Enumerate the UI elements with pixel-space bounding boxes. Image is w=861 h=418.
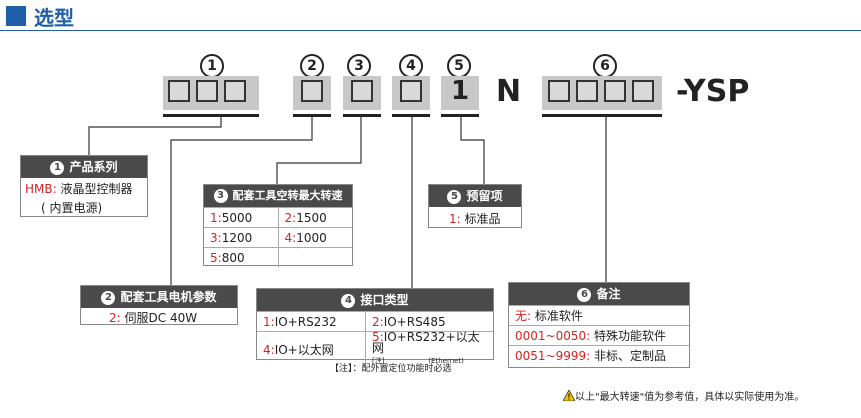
underline-3: [343, 114, 381, 117]
interface-table: 1:IO+RS232 2:IO+RS485 4:IO+以太网 5:IO+RS23…: [257, 311, 493, 367]
table-row: 0001~0050: 特殊功能软件: [509, 325, 689, 346]
code-box-motor: [293, 76, 331, 110]
fixed-letter: N: [496, 74, 522, 109]
underline-6: [542, 114, 662, 117]
code-box-speed: [343, 76, 381, 110]
underline-4: [392, 114, 430, 117]
table-row: 1:5000 2:1500: [204, 207, 352, 228]
header-divider: [0, 30, 861, 31]
fixed-digit: 1: [450, 76, 470, 106]
speed-table: 1:5000 2:1500 3:1200 4:1000 5:800: [204, 207, 352, 267]
table-row: 0051~9999: 非标、定制品: [509, 345, 689, 365]
code-box-interface: [392, 76, 430, 110]
reserved-code: 1:: [449, 212, 461, 226]
warning-icon: [562, 389, 576, 402]
table-row: 3:1200 4:1000: [204, 227, 352, 248]
code-box-reserved: 1: [441, 76, 479, 110]
code-box-series: [163, 76, 259, 110]
motor-desc: 伺服DC 40W: [124, 311, 198, 325]
underline-2: [293, 114, 331, 117]
speed-note: 以上"最大转速"值为参考值，具体以实际使用为准。: [562, 388, 804, 403]
series-code: HMB:: [25, 182, 57, 196]
underline-1: [163, 114, 259, 117]
series-desc: 液晶型控制器: [60, 182, 133, 196]
code-box-remark: [542, 76, 662, 110]
motor-code: 2:: [109, 311, 121, 325]
table-row: 4:IO+以太网 5:IO+RS232+以太网 [注] (Ethernet): [257, 331, 493, 367]
model-suffix: -YSP: [676, 74, 750, 109]
series-desc-2: ( 内置电源): [41, 201, 103, 215]
table-row: 5:800: [204, 247, 352, 267]
interface-footnote: 【注】：配外置定位功能时必选: [330, 364, 452, 374]
remark-table: 无: 标准软件 0001~0050: 特殊功能软件 0051~9999: 非标、…: [509, 305, 689, 365]
page-title: 选型: [34, 6, 74, 30]
reserved-desc: 标准品: [464, 212, 501, 226]
underline-5: [441, 114, 479, 117]
table-row: 1:IO+RS232 2:IO+RS485: [257, 311, 493, 332]
section-marker: [6, 6, 26, 26]
table-row: 无: 标准软件: [509, 305, 689, 326]
